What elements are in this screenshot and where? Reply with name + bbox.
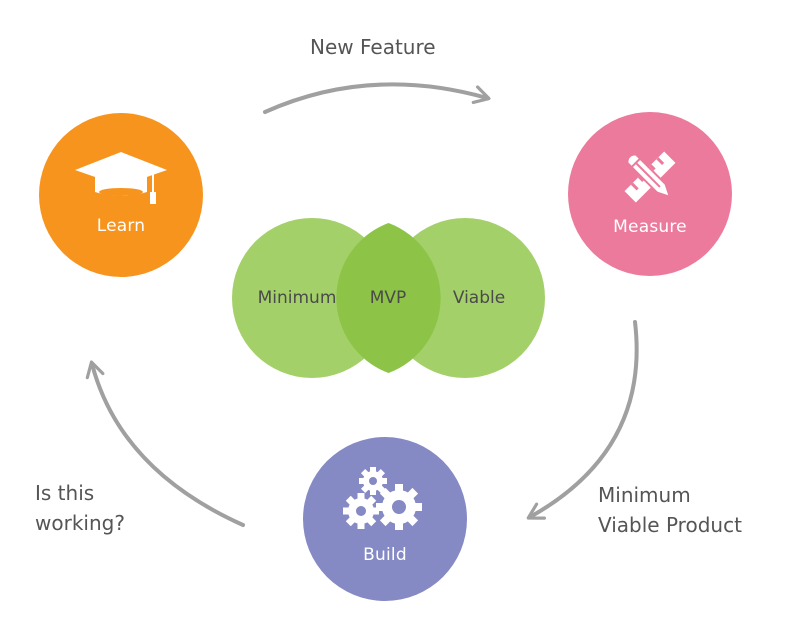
node-measure-label: Measure bbox=[613, 217, 687, 237]
edge-label-mvp-line1: Minimum bbox=[598, 483, 691, 507]
edge-label-is-this-working: Is this working? bbox=[35, 478, 125, 538]
node-measure: Measure bbox=[568, 112, 732, 276]
node-learn: Learn bbox=[39, 113, 203, 277]
node-learn-label: Learn bbox=[96, 216, 146, 236]
arrow-minimum-viable-product bbox=[526, 320, 639, 520]
edge-label-mvp: Minimum Viable Product bbox=[598, 480, 742, 540]
gears-icon bbox=[343, 467, 422, 530]
venn-label-minimum: Minimum bbox=[257, 288, 337, 308]
venn-label-mvp: MVP bbox=[369, 288, 407, 308]
edge-label-mvp-line2: Viable Product bbox=[598, 513, 742, 537]
venn-label-viable: Viable bbox=[452, 288, 506, 308]
venn-overlap-mvp bbox=[336, 223, 441, 373]
edge-label-working-line1: Is this bbox=[35, 481, 95, 505]
node-build: Build bbox=[303, 437, 467, 601]
pencil-ruler-icon bbox=[621, 148, 676, 203]
edge-label-new-feature: New Feature bbox=[310, 35, 436, 59]
arrow-is-this-working bbox=[85, 360, 245, 527]
graduation-cap-icon bbox=[75, 152, 167, 204]
arrow-new-feature bbox=[263, 82, 491, 114]
edge-label-working-line2: working? bbox=[35, 511, 125, 535]
node-build-label: Build bbox=[363, 545, 407, 565]
